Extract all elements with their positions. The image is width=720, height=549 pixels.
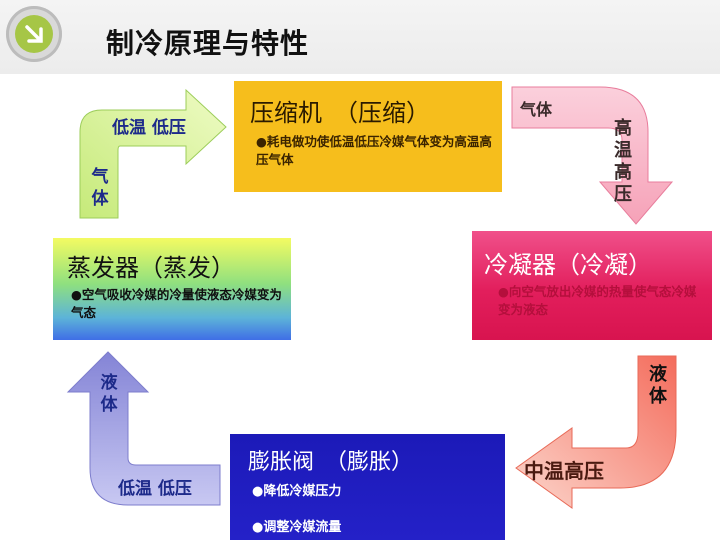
label-bottom-right-phase: 液体 — [649, 364, 667, 407]
page-title: 制冷原理与特性 — [106, 27, 310, 60]
compressor-title: 压缩机 （压缩） — [250, 99, 430, 127]
label-top-left-state: 低温 低压 — [112, 118, 186, 138]
condenser-desc: ●向空气放出冷媒的热量使气态冷媒变为液态 — [498, 284, 697, 317]
condenser-title: 冷凝器（冷凝） — [484, 251, 652, 279]
arrow-evaporator-to-compressor — [79, 88, 227, 219]
label-top-right-state: 高温高压 — [614, 118, 632, 205]
label-top-left-phase: 气体 — [91, 167, 109, 209]
logo-inner — [15, 15, 53, 53]
expansion-valve-box: 膨胀阀 （膨胀） ●降低冷媒压力 ●调整冷媒流量 — [230, 434, 505, 540]
arrow-down-right-icon — [25, 25, 43, 43]
label-bottom-left-state: 低温 低压 — [118, 479, 192, 499]
header-band — [0, 0, 720, 74]
arrow-condenser-to-valve — [515, 355, 677, 509]
compressor-box: 压缩机 （压缩） ●耗电做功使低温低压冷媒气体变为高温高压气体 — [234, 81, 502, 192]
compressor-desc: ●耗电做功使低温低压冷媒气体变为高温高压气体 — [256, 134, 492, 167]
label-bottom-left-phase: 液体 — [100, 373, 118, 415]
evaporator-desc: ●空气吸收冷媒的冷量使液态冷媒变为气态 — [71, 287, 282, 320]
arrow-valve-to-evaporator — [66, 351, 221, 506]
label-bottom-right-state: 中温高压 — [524, 459, 604, 483]
valve-item-pressure: ●降低冷媒压力 — [252, 484, 342, 499]
valve-item-flow: ●调整冷媒流量 — [252, 520, 342, 535]
condenser-box: 冷凝器（冷凝） ●向空气放出冷媒的热量使气态冷媒变为液态 — [472, 231, 712, 340]
logo-icon — [6, 6, 62, 62]
evaporator-title: 蒸发器（蒸发） — [67, 254, 235, 282]
evaporator-box: 蒸发器（蒸发） ●空气吸收冷媒的冷量使液态冷媒变为气态 — [53, 238, 291, 340]
label-top-right-phase: 气体 — [520, 100, 553, 119]
valve-title: 膨胀阀 （膨胀） — [248, 450, 414, 475]
arrow-compressor-to-condenser — [511, 86, 674, 225]
